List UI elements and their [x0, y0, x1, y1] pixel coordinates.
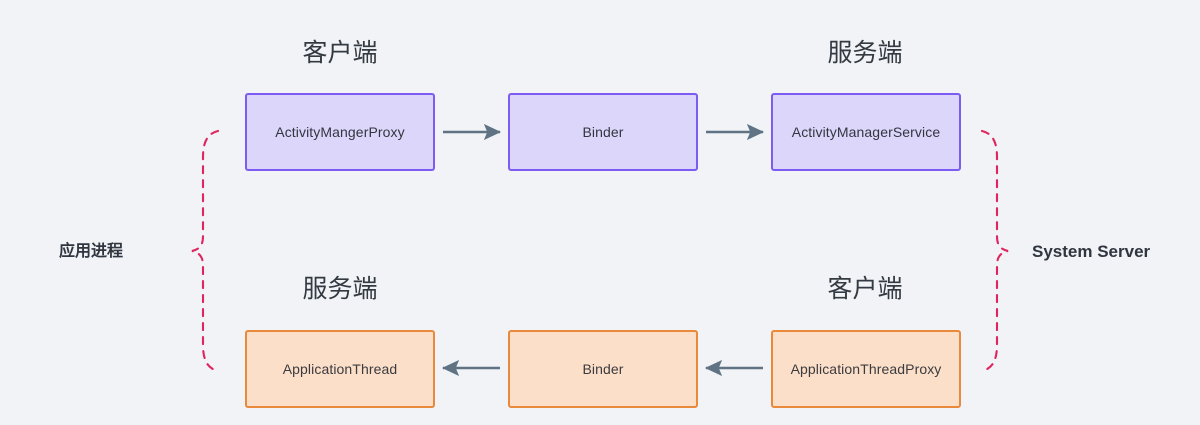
node-activity-manager-proxy[interactable]: ActivityMangerProxy	[245, 93, 435, 171]
node-activity-manager-service[interactable]: ActivityManagerService	[771, 93, 961, 171]
heading-server-bottom: 服务端	[302, 274, 378, 303]
left-group-brace	[191, 129, 220, 373]
node-application-thread[interactable]: ApplicationThread	[245, 330, 435, 408]
node-application-thread-proxy[interactable]: ApplicationThreadProxy	[771, 330, 961, 408]
right-group-brace	[980, 129, 1009, 373]
node-binder-bottom[interactable]: Binder	[508, 330, 698, 408]
node-binder-top[interactable]: Binder	[508, 93, 698, 171]
left-group-label: 应用进程	[59, 241, 124, 260]
heading-server-top: 服务端	[827, 38, 903, 67]
heading-client-top: 客户端	[302, 38, 378, 67]
right-group-label: System Server	[1032, 242, 1151, 261]
heading-client-bottom: 客户端	[827, 274, 903, 303]
